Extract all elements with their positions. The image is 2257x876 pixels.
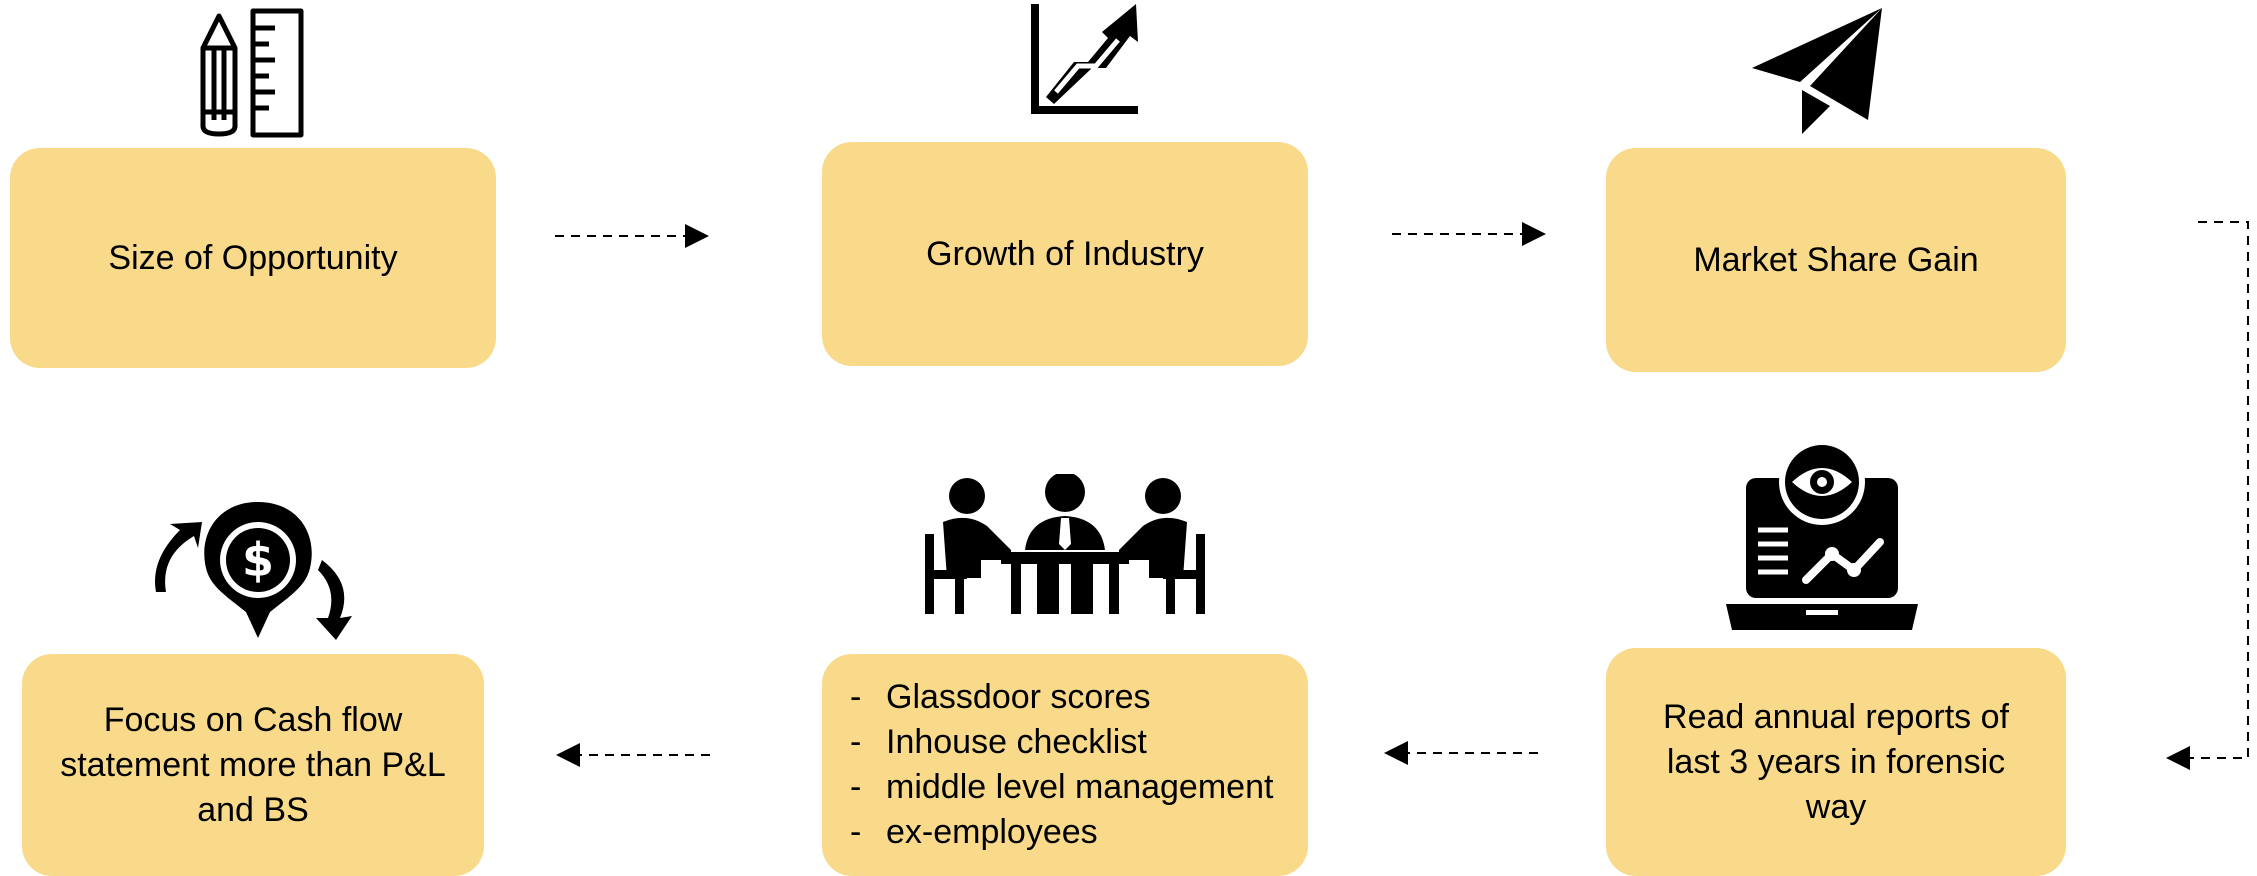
step-label-growth-of-industry: Growth of Industry (926, 234, 1204, 273)
step-label-size-of-opportunity: Size of Opportunity (108, 238, 398, 277)
laptop-analytics-icon (1726, 439, 1918, 630)
list-item: Inhouse checklist (850, 720, 1273, 765)
step-box-focus-on-cash-flow: Focus on Cash flow statement more than P… (22, 654, 484, 876)
list-item: middle level management (850, 765, 1273, 810)
list-item: ex-employees (850, 810, 1273, 855)
step-box-growth-of-industry: Growth of Industry (822, 142, 1308, 366)
step-label-market-share-gain: Market Share Gain (1693, 240, 1979, 279)
step-box-market-share-gain: Market Share Gain (1606, 148, 2066, 372)
checks-list: Glassdoor scores Inhouse checklist middl… (850, 675, 1273, 855)
step-box-read-annual-reports: Read annual reports of last 3 years in f… (1606, 648, 2066, 876)
growth-chart-icon (1031, 4, 1138, 114)
step-label-focus-on-cash-flow: Focus on Cash flow statement more than P… (60, 700, 446, 829)
meeting-people-icon (925, 474, 1205, 614)
list-item: Glassdoor scores (850, 675, 1273, 720)
cash-flow-icon: $ (155, 502, 352, 640)
pencil-ruler-icon (200, 8, 304, 138)
step-box-size-of-opportunity: Size of Opportunity (10, 148, 496, 368)
step-box-checks-list: Glassdoor scores Inhouse checklist middl… (822, 654, 1308, 876)
step-label-read-annual-reports: Read annual reports of last 3 years in f… (1663, 697, 2009, 826)
svg-text:$: $ (242, 533, 274, 587)
paper-plane-icon (1752, 8, 1882, 134)
arrow-3-to-4 (2166, 221, 2249, 770)
